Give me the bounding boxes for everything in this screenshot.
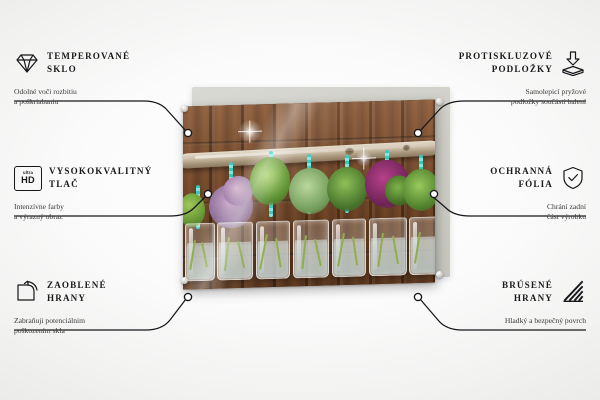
mount-point — [181, 277, 188, 284]
feature-anti-slip-pads: PROTISKLUZOVÉ PODLOŽKY Samolepicí pryžov… — [426, 50, 586, 107]
herb-jar — [289, 153, 331, 279]
feature-title-line1: BRÚSENÉ — [501, 280, 553, 290]
feature-protective-film: OCHRANNÁ FÓLIA Chrání zadní část výrobku — [436, 165, 586, 222]
feature-title-line1: ZAOBLENÉ — [47, 280, 107, 290]
feature-tempered-glass: TEMPEROVANÉ SKLO Odolné voči rozbitiu a … — [14, 50, 154, 107]
feature-desc-line2: a výrazný obraz — [14, 212, 63, 222]
feature-desc-line1: Chrání zadní — [546, 202, 586, 211]
diamond-icon — [16, 54, 38, 73]
feature-title-line1: TEMPEROVANÉ — [47, 51, 131, 61]
feature-title-line1: PROTISKLUZOVÉ — [458, 51, 553, 61]
feature-high-quality-print: ultra HD VYSOKOKVALITNÝ TLAČ Intenzívne … — [14, 165, 159, 222]
feature-title-line2: PODLOŽKY — [491, 63, 553, 74]
herb-jar — [327, 154, 367, 278]
feature-rounded-edges: ZAOBLENÉ HRANY Zabraňuji potenciálnim po… — [14, 279, 164, 336]
feature-desc-line2: část výrobku — [546, 212, 586, 222]
glass-sparkle — [237, 118, 263, 146]
feature-desc-line1: Odolné voči rozbitiu — [14, 87, 77, 96]
rounded-corner-icon — [17, 280, 38, 301]
feature-desc-line1: Hladký a bezpečný povrch — [504, 316, 586, 325]
glass-sparkle — [355, 149, 373, 168]
feature-desc-line1: Zabraňuji potenciálnim — [14, 316, 86, 325]
product-panel — [181, 87, 450, 290]
feature-desc-line2: podložky součástí balení — [510, 97, 586, 107]
mount-point — [436, 271, 443, 278]
herb-jar — [209, 162, 253, 281]
feature-title-line1: VYSOKOKVALITNÝ — [49, 166, 153, 176]
feature-title-line2: SKLO — [47, 63, 77, 74]
herb-jar — [183, 185, 215, 282]
glass-board — [183, 99, 435, 290]
feature-title-line1: OCHRANNÁ — [490, 166, 553, 176]
herb-jar — [365, 149, 413, 277]
leader-endpoint — [413, 292, 423, 302]
product-photo — [183, 99, 435, 290]
ultra-hd-icon-top-text: ultra — [22, 170, 34, 176]
feature-desc-line2: poškozením skla — [14, 326, 65, 336]
feature-title-line2: HRANY — [47, 292, 87, 303]
herb-jar — [250, 151, 290, 280]
ultra-hd-icon: ultra HD — [14, 166, 42, 191]
feature-desc-line1: Samolepicí pryžové — [525, 87, 586, 96]
herb-jar — [403, 154, 435, 276]
anti-slip-pad-icon — [562, 51, 584, 76]
shield-check-icon — [563, 166, 583, 190]
feature-title-line2: TLAČ — [49, 178, 79, 189]
feature-desc-line2: a poškriabaniu — [14, 97, 59, 107]
leader-endpoint — [183, 292, 193, 302]
feature-title-line2: FÓLIA — [518, 178, 553, 189]
feature-title-line2: HRANY — [513, 292, 553, 303]
feature-desc-line1: Intenzívne farby — [14, 202, 64, 211]
feature-polished-edges: BRÚSENÉ HRANY Hladký a bezpečný povrch — [426, 279, 586, 326]
mount-point — [181, 105, 188, 112]
polished-edge-icon — [563, 280, 584, 302]
ultra-hd-icon-bottom-text: HD — [21, 175, 35, 185]
